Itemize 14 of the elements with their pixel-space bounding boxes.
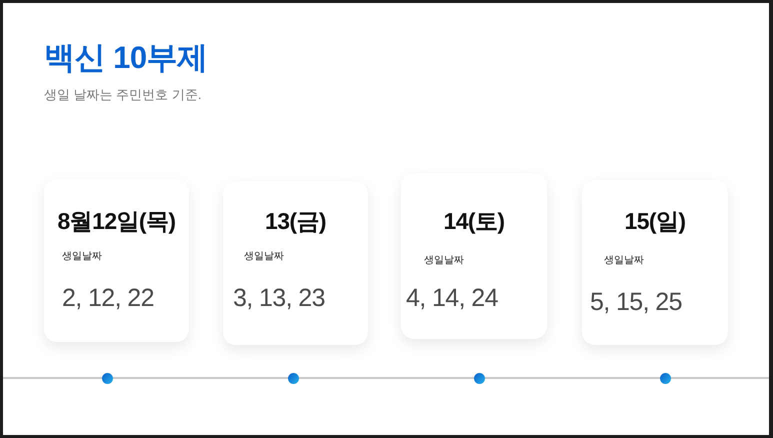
subtitle: 생일 날짜는 주민번호 기준.: [44, 87, 202, 103]
card-heading: 13(금): [265, 208, 326, 236]
title: 백신 10부제: [44, 39, 208, 77]
card-label: 생일날짜: [244, 251, 284, 263]
number-list: 5, 15, 25: [590, 287, 682, 317]
card-heading: 8월12일(목): [58, 208, 176, 236]
card-heading: 15(일): [624, 208, 686, 236]
number-list: 3, 13, 23: [233, 283, 325, 313]
card-label: 생일날짜: [62, 251, 102, 263]
card-label: 생일날짜: [604, 255, 644, 267]
card-label: 생일날짜: [424, 255, 464, 267]
card-heading: 14(토): [444, 208, 504, 236]
number-list: 2, 12, 22: [62, 283, 154, 313]
number-list: 4, 14, 24: [406, 283, 498, 313]
